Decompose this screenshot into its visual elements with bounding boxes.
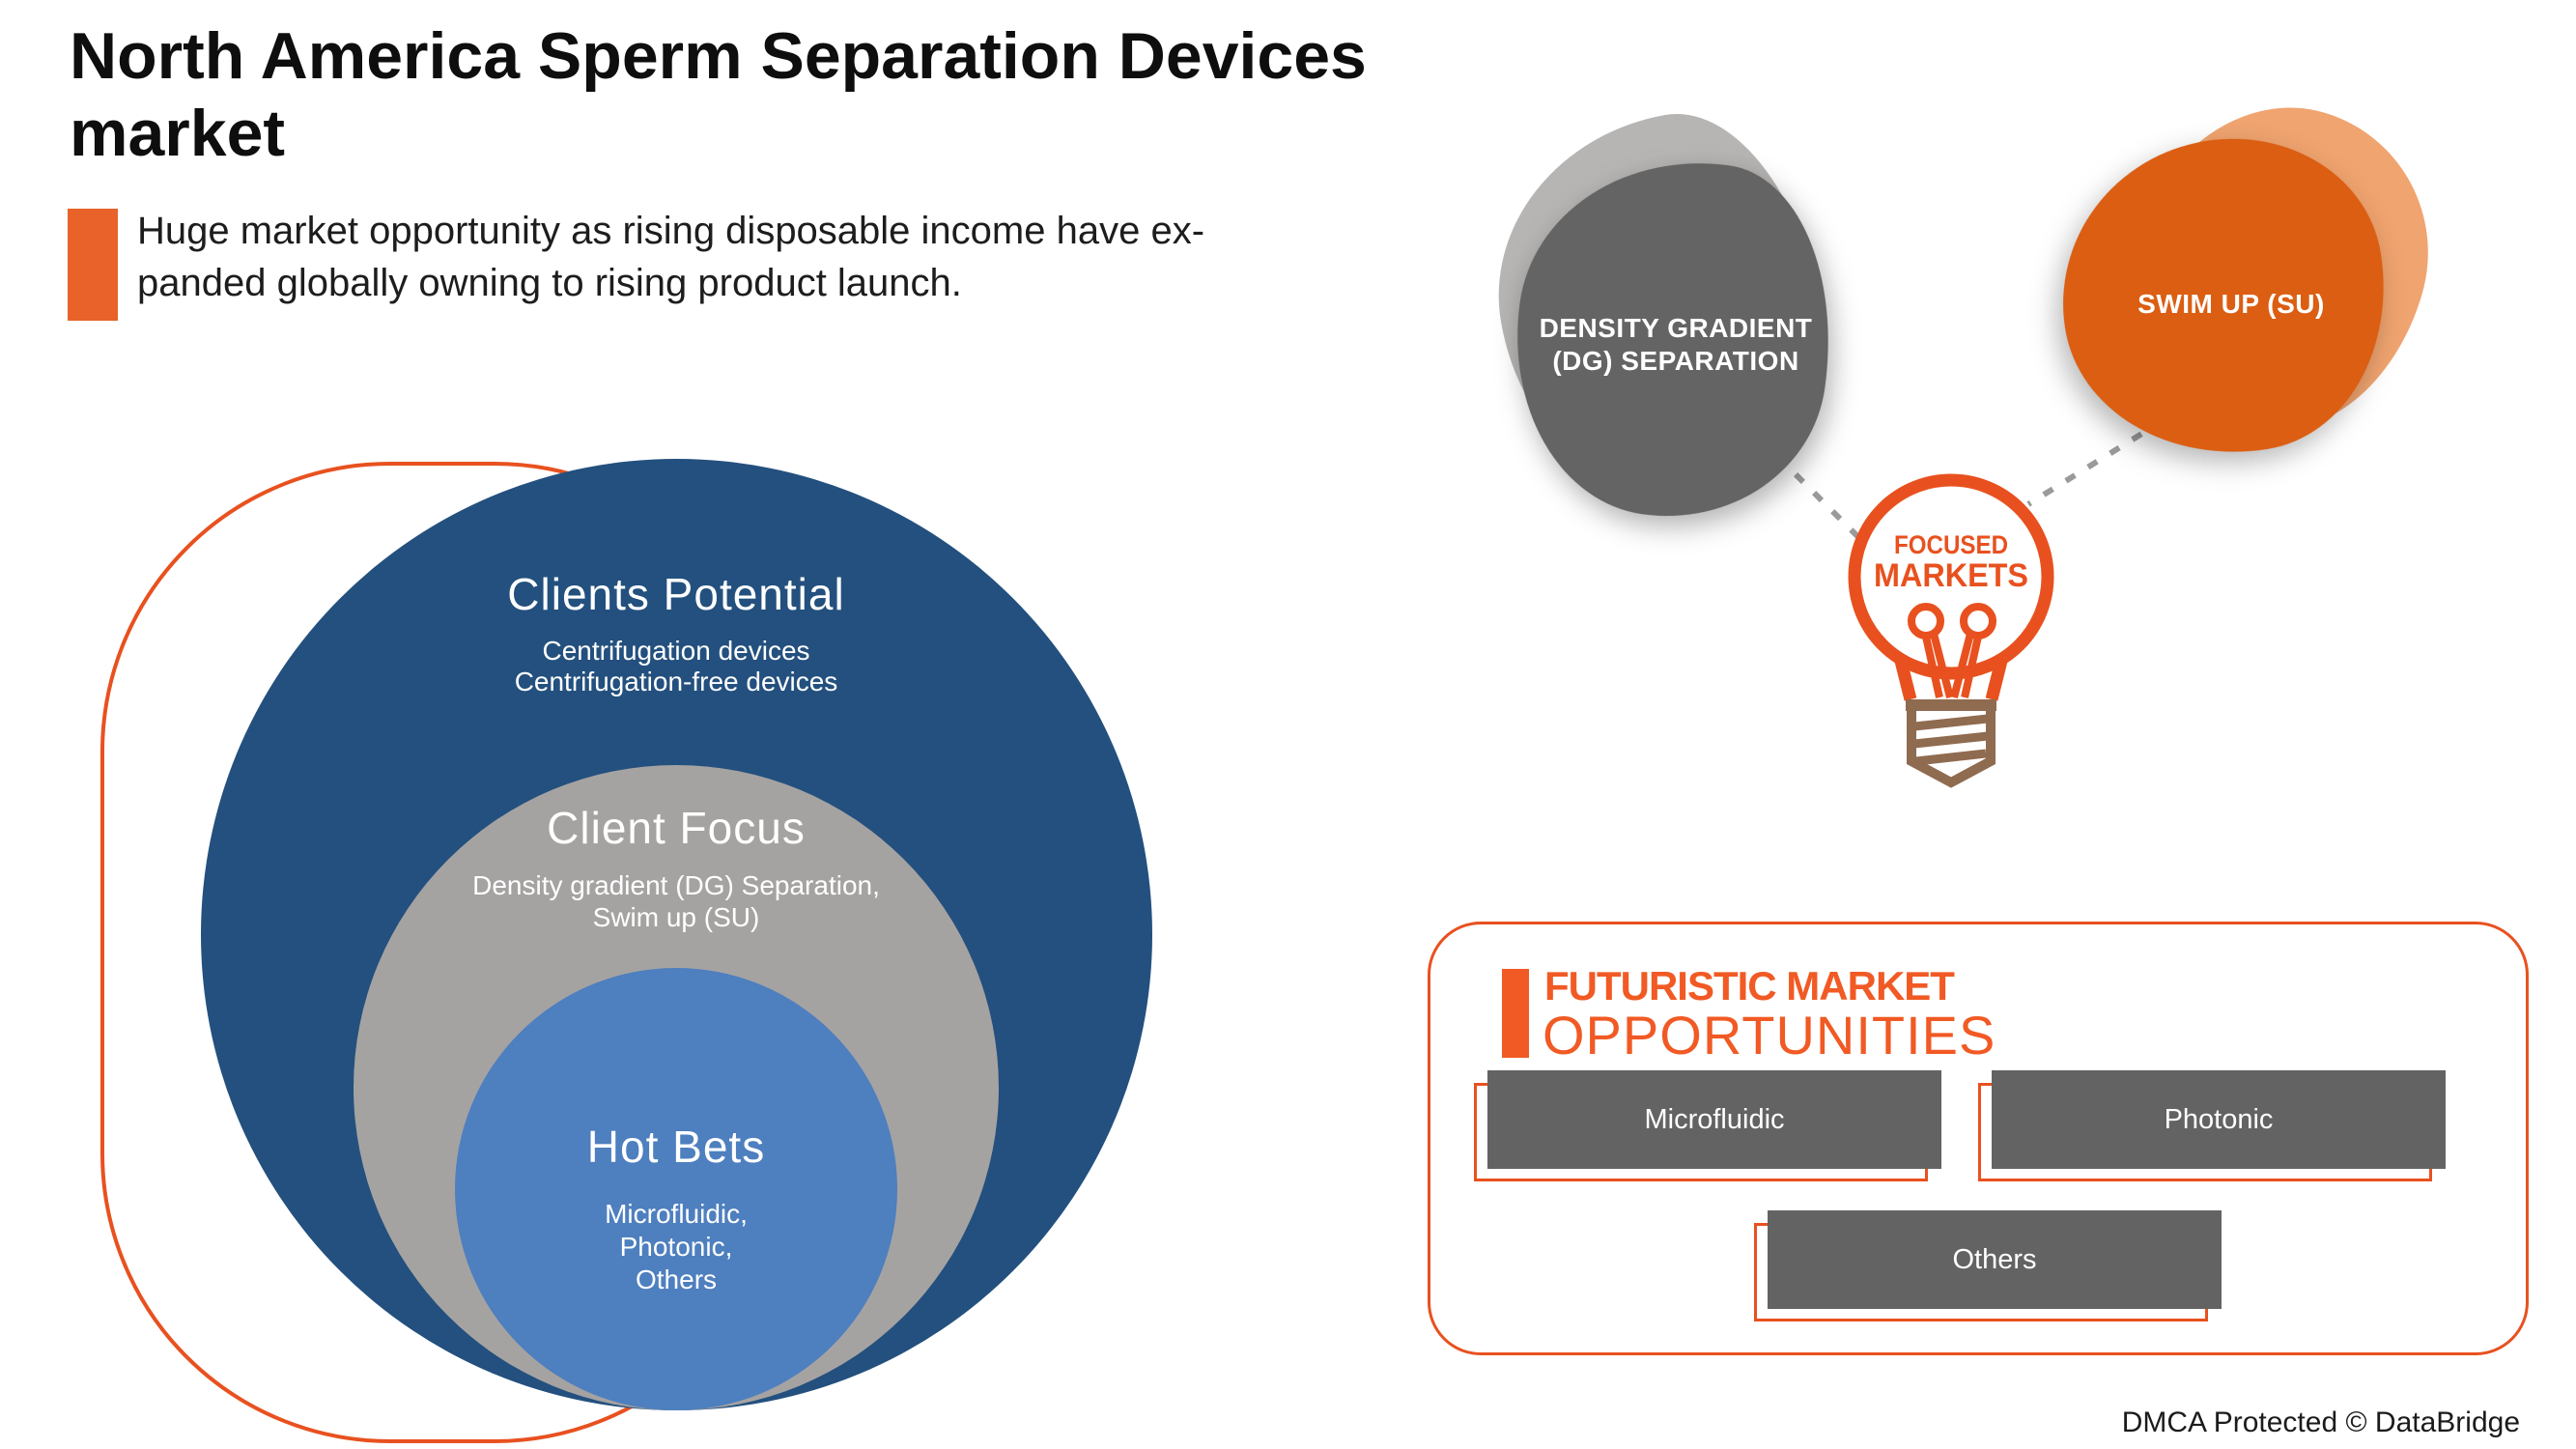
page-title: North America Sperm Separation Devices m… [70, 17, 1905, 172]
ring-clients-potential-title: Clients Potential [507, 569, 845, 619]
bulb-base [1906, 699, 1996, 788]
bulb-text-line1: FOCUSED [1894, 530, 2008, 559]
node-swim-up-label: SWIM UP (SU) [2137, 289, 2325, 319]
bulb-neck [1893, 655, 2009, 701]
opportunities-heading-line2: OPPORTUNITIES [1543, 1005, 1996, 1065]
lightbulb-icon: FOCUSED MARKETS [1848, 473, 2054, 788]
opportunity-label: Photonic [1992, 1070, 2446, 1169]
ring-client-focus-items: Density gradient (DG) Separation, Swim u… [290, 869, 1062, 933]
ring-item: Density gradient (DG) Separation, [472, 870, 880, 900]
bulb-globe [1848, 473, 2054, 680]
subtitle-accent-bar [68, 209, 118, 321]
subtitle-line2: panded globally owning to rising product… [137, 262, 962, 304]
opportunities-accent-bar [1502, 969, 1529, 1058]
dmca-footer: DMCA Protected © DataBridge [2121, 1406, 2520, 1438]
node-density-gradient-label: DENSITY GRADIENT (DG) SEPARATION [1512, 312, 1840, 378]
page-title-line2: market [70, 97, 286, 170]
node-density-gradient: DENSITY GRADIENT (DG) SEPARATION [1470, 94, 1879, 546]
opportunities-heading-line1: FUTURISTIC MARKET [1544, 963, 1955, 1009]
ring-item: Others [635, 1264, 718, 1294]
page-subtitle: Huge market opportunity as rising dispos… [137, 205, 1489, 309]
ring-item: Centrifugation-free devices [514, 667, 838, 696]
ring-item: Microfluidic, [605, 1199, 748, 1229]
opportunity-label: Others [1768, 1210, 2222, 1309]
ring-hot-bets-items: Microfluidic, Photonic, Others [290, 1198, 1062, 1296]
page-title-line1: North America Sperm Separation Devices [70, 19, 1367, 93]
node-label-line: (DG) SEPARATION [1552, 346, 1799, 376]
bulb-text-line2: MARKETS [1874, 557, 2028, 594]
bulb-filament [1908, 603, 1996, 698]
ring-item: Swim up (SU) [592, 902, 760, 932]
node-swim-up: SWIM UP (SU) [2039, 72, 2463, 483]
ring-client-focus-title: Client Focus [547, 803, 806, 853]
node-label-line: DENSITY GRADIENT [1539, 313, 1813, 343]
ring-hot-bets [455, 968, 897, 1410]
opportunities-panel: FUTURISTIC MARKET OPPORTUNITIES [1428, 922, 2529, 1355]
subtitle-line1: Huge market opportunity as rising dispos… [137, 210, 1205, 252]
ring-clients-potential-items: Centrifugation devices Centrifugation-fr… [290, 636, 1062, 697]
ring-item: Centrifugation devices [542, 636, 810, 666]
ring-hot-bets-title: Hot Bets [586, 1122, 766, 1172]
opportunity-label: Microfluidic [1487, 1070, 1941, 1169]
ring-item: Photonic, [619, 1232, 733, 1262]
